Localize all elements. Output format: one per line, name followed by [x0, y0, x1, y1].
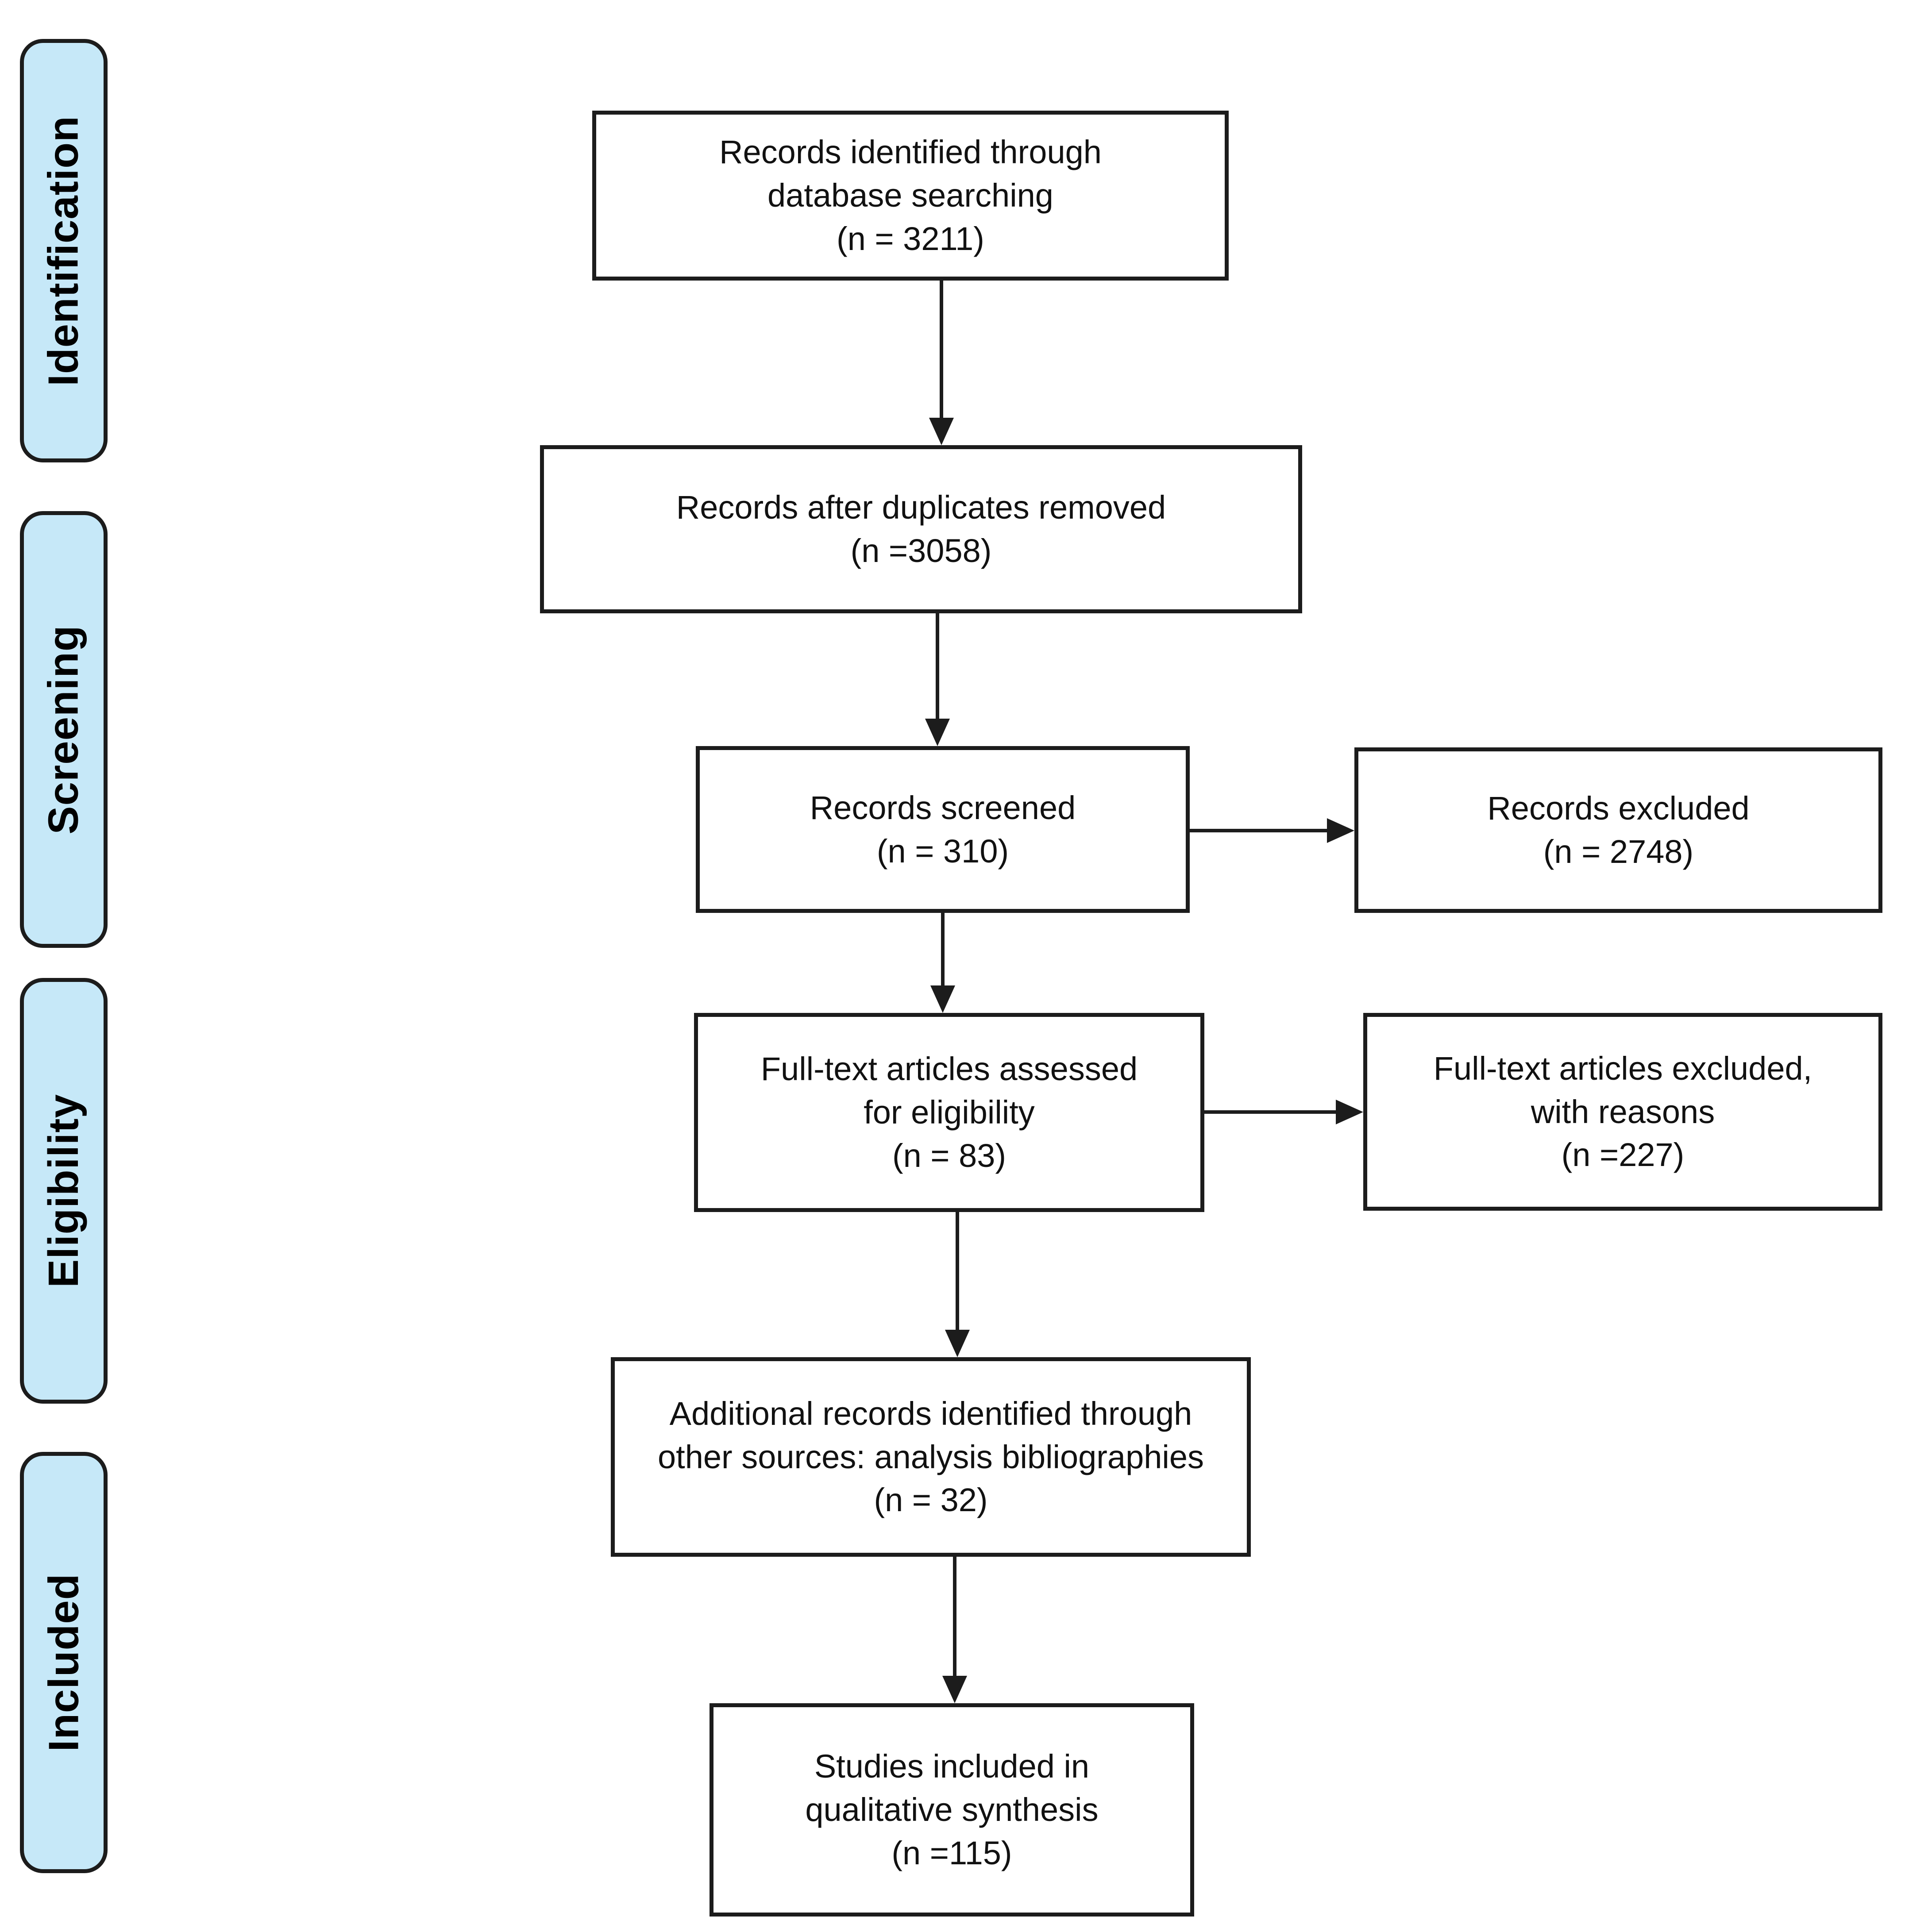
arrow-line: [1204, 1110, 1336, 1114]
arrowhead-down-icon: [945, 1330, 970, 1357]
arrow-line: [1190, 829, 1327, 832]
arrow-line: [956, 1212, 959, 1330]
arrowhead-right-icon: [1336, 1100, 1363, 1124]
box-fulltext-excluded: Full-text articles excluded, with reason…: [1363, 1013, 1882, 1211]
box-records-identified: Records identified through database sear…: [592, 111, 1229, 281]
arrow-line: [941, 913, 945, 985]
stage-label-screening: Screening: [20, 511, 108, 948]
arrowhead-down-icon: [942, 1676, 967, 1703]
stage-label-identification: Identification: [20, 39, 108, 462]
arrow-line: [940, 281, 943, 418]
box-records-excluded: Records excluded (n = 2748): [1354, 747, 1882, 913]
box-additional-records: Additional records identified through ot…: [611, 1357, 1251, 1557]
stage-label-screening-text: Screening: [40, 624, 87, 835]
stage-label-identification-text: Identification: [40, 115, 88, 386]
arrowhead-down-icon: [930, 985, 955, 1013]
stage-label-eligibility-text: Eligibility: [40, 1094, 88, 1288]
box-studies-included: Studies included in qualitative synthesi…: [710, 1703, 1194, 1917]
arrow-line: [953, 1557, 956, 1676]
arrowhead-down-icon: [929, 418, 954, 445]
stage-label-eligibility: Eligibility: [20, 978, 108, 1404]
box-records-screened: Records screened (n = 310): [696, 746, 1190, 913]
stage-label-included: Included: [20, 1452, 108, 1873]
arrowhead-right-icon: [1327, 818, 1354, 843]
arrow-line: [936, 613, 939, 719]
box-records-after-duplicates: Records after duplicates removed (n =305…: [540, 445, 1302, 613]
box-fulltext-assessed: Full-text articles assessed for eligibil…: [694, 1013, 1204, 1212]
stage-label-included-text: Included: [40, 1573, 87, 1752]
arrowhead-down-icon: [925, 719, 950, 746]
